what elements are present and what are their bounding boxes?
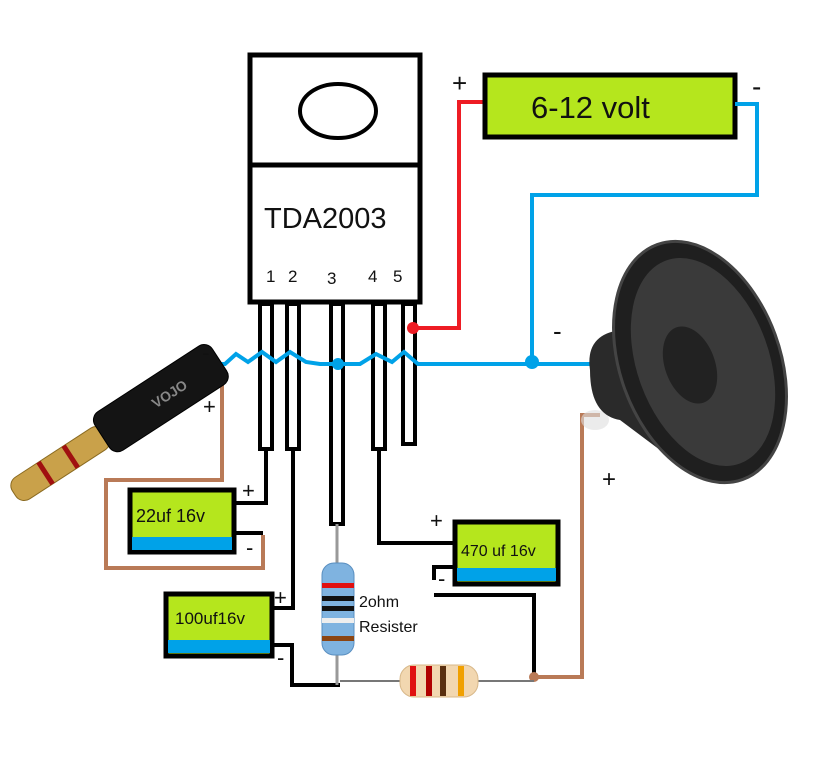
ic-mounting-hole (298, 82, 378, 140)
capacitor-plus: + (430, 508, 443, 533)
ic-name: TDA2003 (264, 203, 387, 235)
capacitor-470uf: 470 uf 16v + - (430, 508, 561, 591)
resistor-band (440, 666, 446, 696)
audio-jack: VOJO - + (10, 340, 229, 502)
capacitor-label: 22uf 16v (136, 506, 205, 526)
jack-minus: - (202, 340, 209, 365)
ic-pin-3 (329, 302, 345, 526)
speaker: - + (553, 239, 788, 493)
pin5-junction (407, 322, 419, 334)
resistor-band (410, 666, 416, 696)
jack-plug-tip (10, 425, 111, 502)
ic-pin-4 (371, 302, 387, 451)
capacitor-minus: - (246, 535, 253, 560)
speaker-minus: - (553, 316, 562, 346)
jack-insulator-ring (36, 460, 55, 486)
capacitor-100uf: 100uf16v + - (163, 585, 287, 670)
speaker-shadow (581, 410, 609, 430)
tda2003-ic: TDA2003 1 2 3 4 5 (247, 52, 423, 526)
pin-label-4: 4 (368, 267, 377, 286)
pin-label-1: 1 (266, 267, 275, 286)
ic-heatsink-tab (247, 52, 423, 168)
resistor-band (322, 636, 354, 641)
resistor-label-line1: 2ohm (359, 594, 399, 611)
c3-minus-stub (432, 565, 455, 580)
speaker-dust-cap (662, 326, 718, 404)
pin-label-2: 2 (288, 267, 297, 286)
speaker-ground-junction (525, 355, 539, 369)
pin1-wire (262, 449, 268, 505)
capacitor-22uf: 22uf 16v + - (127, 478, 266, 560)
c2-minus-wire (272, 643, 340, 687)
pin-label-5: 5 (393, 267, 402, 286)
positive-supply-wire (410, 100, 485, 330)
capacitor-label: 100uf16v (175, 609, 245, 628)
ic-pin-5 (401, 302, 417, 446)
resistor-band (426, 666, 432, 696)
power-supply-box (482, 72, 738, 140)
jack-insulator-ring (61, 444, 80, 469)
resistor-band (322, 606, 354, 611)
pin3-ground-junction (332, 358, 344, 370)
capacitor-stripe (457, 568, 556, 581)
capacitor-minus: - (438, 566, 445, 591)
pin4-wire (377, 449, 455, 545)
output-junction (529, 672, 539, 682)
ground-bus-wire (205, 349, 600, 366)
ic-pin-2 (285, 302, 301, 451)
jack-housing (92, 344, 229, 453)
resistor-band (322, 618, 354, 623)
c3-output-wire (434, 593, 536, 677)
resistor-2ohm: 2ohm Resister (321, 524, 418, 685)
ic-pin-1 (258, 302, 274, 451)
capacitor-stripe (168, 640, 270, 653)
resistor-band (322, 596, 354, 601)
capacitor-label: 470 uf 16v (461, 543, 536, 560)
capacitor-plus: + (242, 478, 255, 503)
power-supply-label: 6-12 volt (531, 90, 650, 125)
resistor-horizontal (340, 664, 534, 698)
resistor-band (322, 583, 354, 588)
capacitor-minus: - (277, 645, 284, 670)
speaker-plus: + (602, 466, 616, 493)
capacitor-stripe (132, 537, 232, 550)
pin2-wire (272, 449, 295, 610)
capacitor-plus: + (274, 585, 287, 610)
power-supply-plus: + (452, 68, 467, 98)
power-supply-minus: - (752, 71, 761, 102)
resistor-label-line2: Resister (359, 619, 418, 636)
jack-plus: + (203, 394, 216, 419)
ground-supply-wire (530, 102, 759, 362)
pin-label-3: 3 (327, 269, 336, 288)
power-supply: 6-12 volt + - (452, 68, 761, 140)
resistor-band (458, 666, 464, 696)
